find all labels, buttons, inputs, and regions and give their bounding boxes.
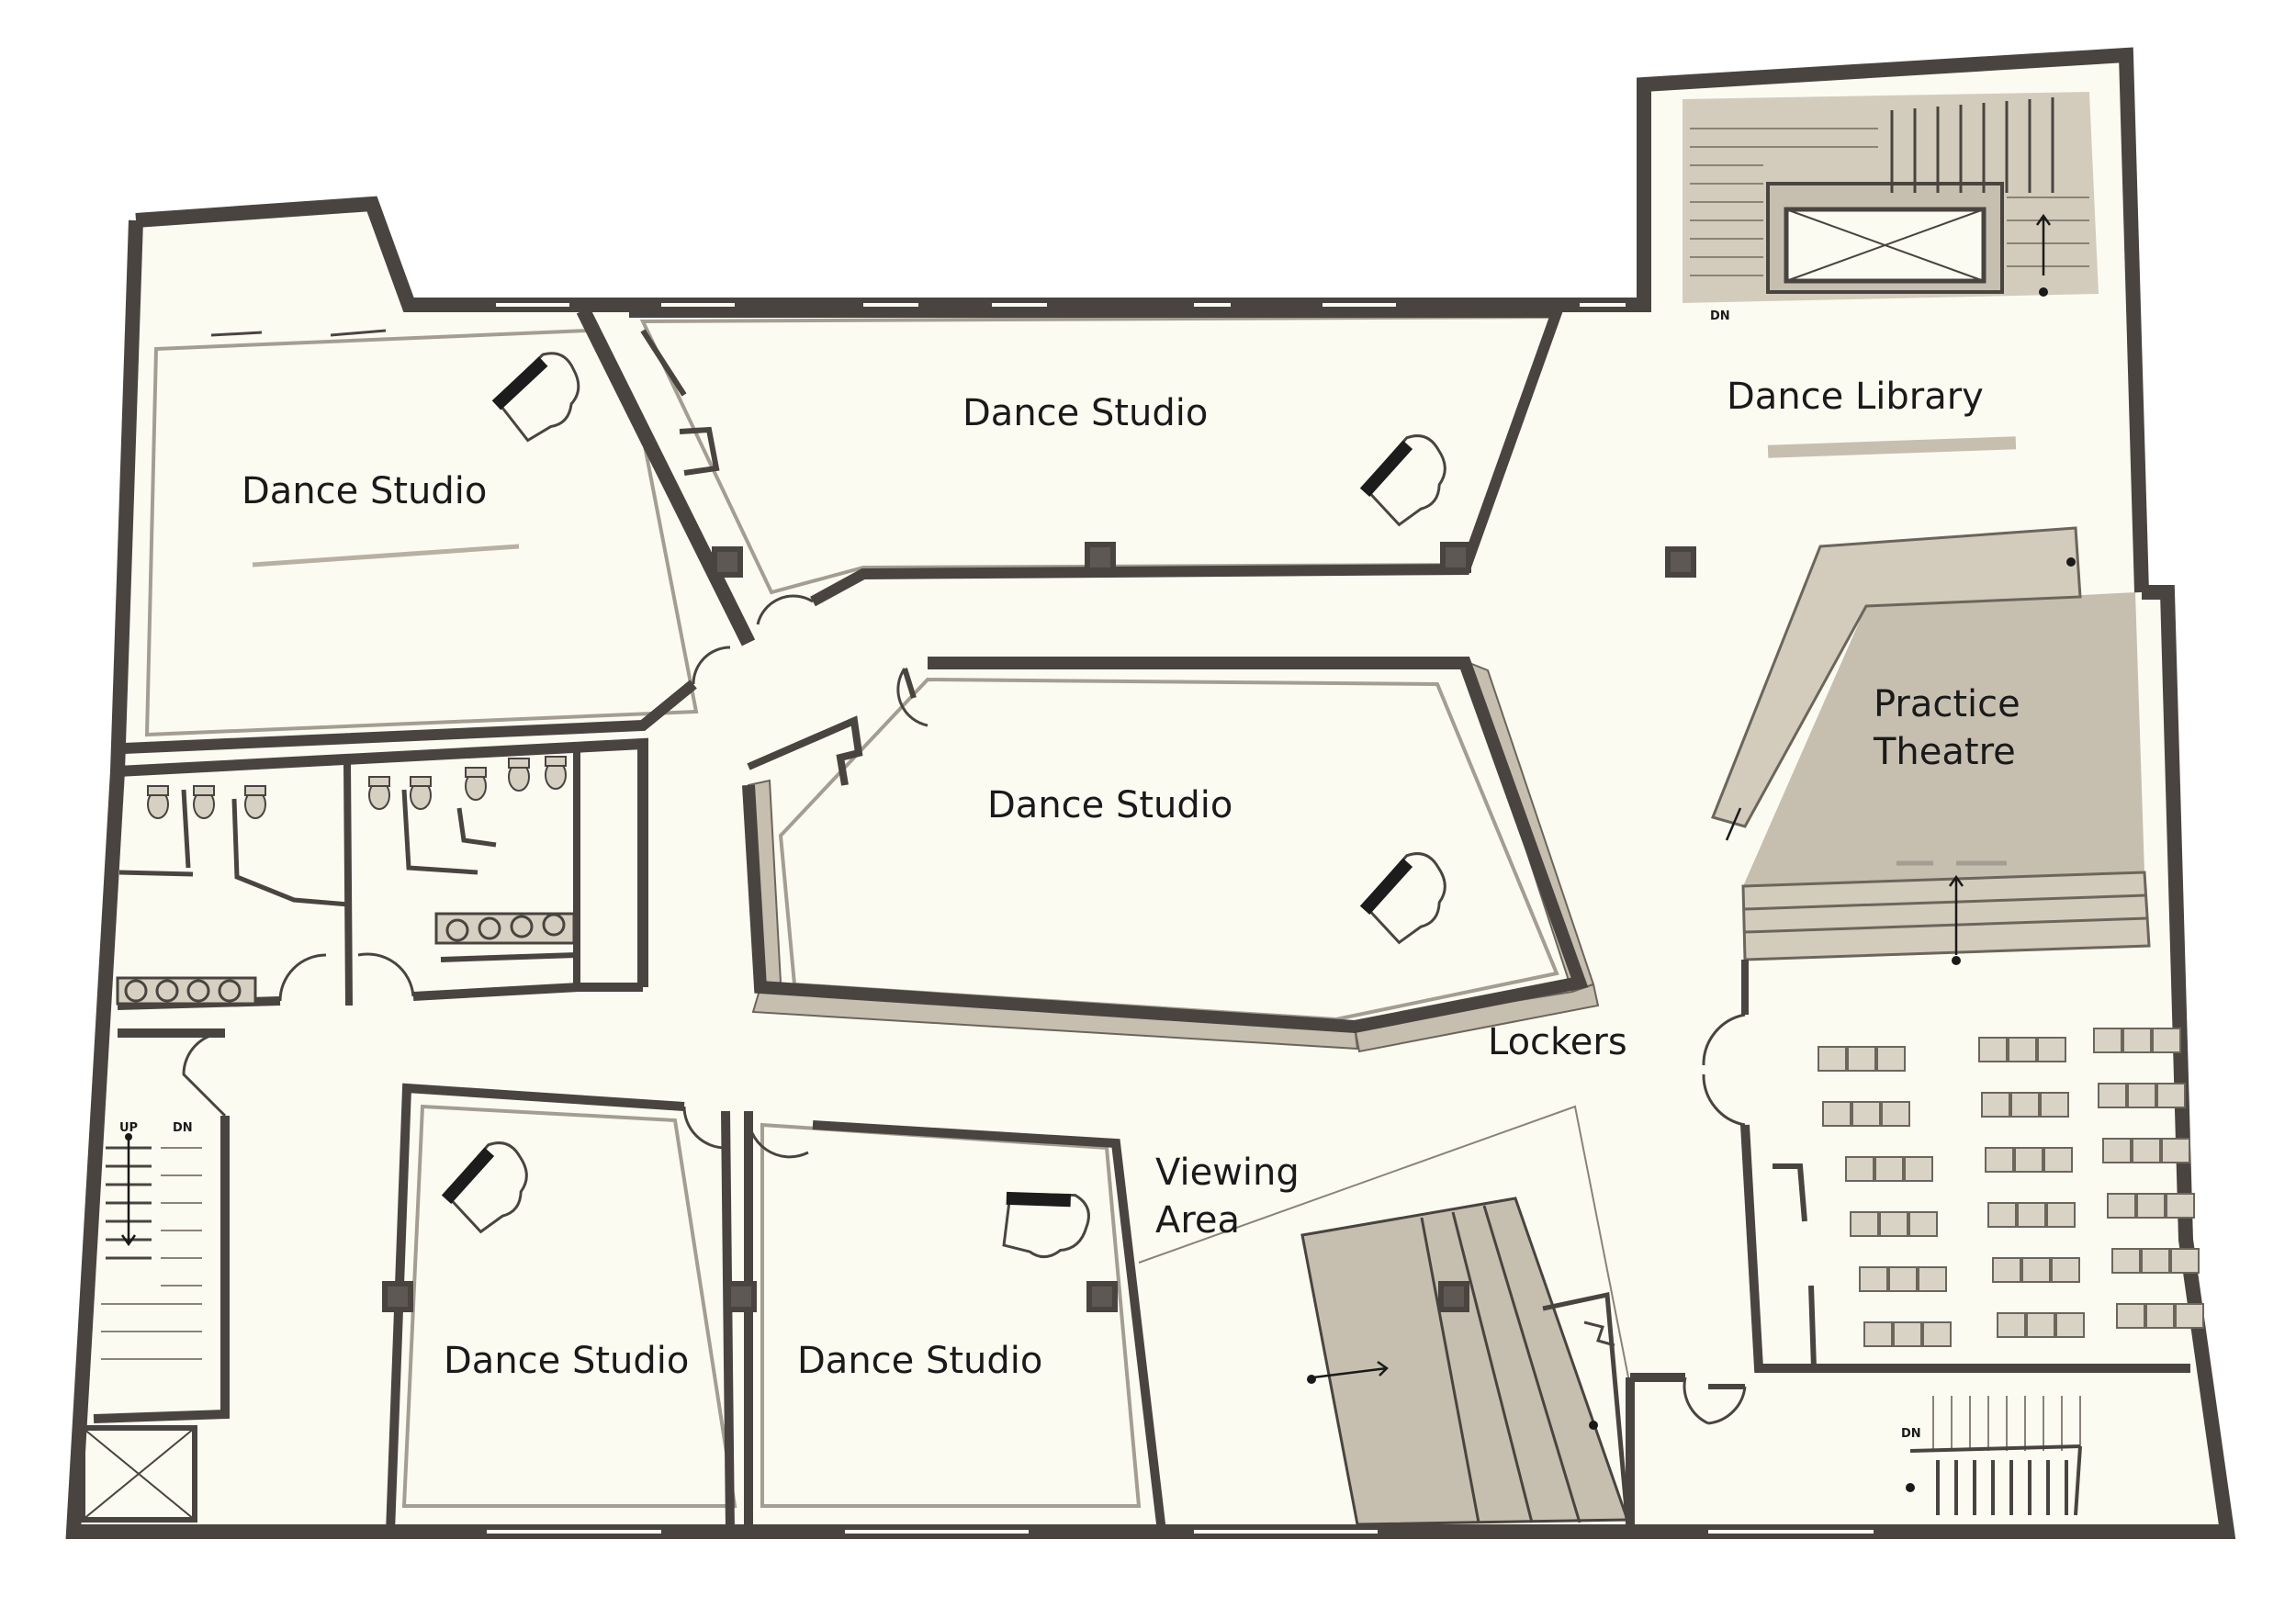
room-label-viewing-line2: Area bbox=[1155, 1199, 1240, 1242]
sink-icon bbox=[116, 912, 576, 1006]
door-swing-icon bbox=[182, 329, 1747, 1425]
building-floor bbox=[73, 55, 2227, 1532]
room-label-lockers: Lockers bbox=[1488, 1021, 1627, 1063]
room-label-studio-bottom-right: Dance Studio bbox=[797, 1340, 1042, 1382]
theatre-stairs bbox=[1741, 871, 2151, 961]
stair-arrow-icon bbox=[120, 213, 2052, 1379]
stair-down-mark: DN bbox=[173, 1121, 193, 1135]
top-right-stairwell bbox=[1683, 92, 2099, 303]
room-label-studio-center: Dance Studio bbox=[987, 784, 1232, 826]
room-label-library: Dance Library bbox=[1727, 376, 1984, 418]
room-label-theatre-line2: Theatre bbox=[1873, 731, 2016, 773]
room-label-studio-top-left: Dance Studio bbox=[242, 470, 487, 512]
theatre-side-stair bbox=[1710, 526, 2082, 828]
stair-up-dots bbox=[125, 287, 2076, 1492]
misc-marks bbox=[252, 436, 2017, 866]
room-label-theatre-line1: Practice bbox=[1874, 683, 2020, 725]
room-label-viewing-line1: Viewing bbox=[1155, 1152, 1300, 1194]
bottom-right-stairwell bbox=[1932, 1396, 2081, 1515]
room-label-studio-top-center: Dance Studio bbox=[962, 392, 1208, 434]
practice-theatre-stage bbox=[1743, 592, 2144, 886]
stair-up-mark: UP bbox=[119, 1121, 138, 1135]
stair-down-mark: DN bbox=[1710, 309, 1730, 323]
room-label-studio-bottom-left: Dance Studio bbox=[444, 1340, 689, 1382]
stair-down-mark: DN bbox=[1901, 1427, 1921, 1441]
